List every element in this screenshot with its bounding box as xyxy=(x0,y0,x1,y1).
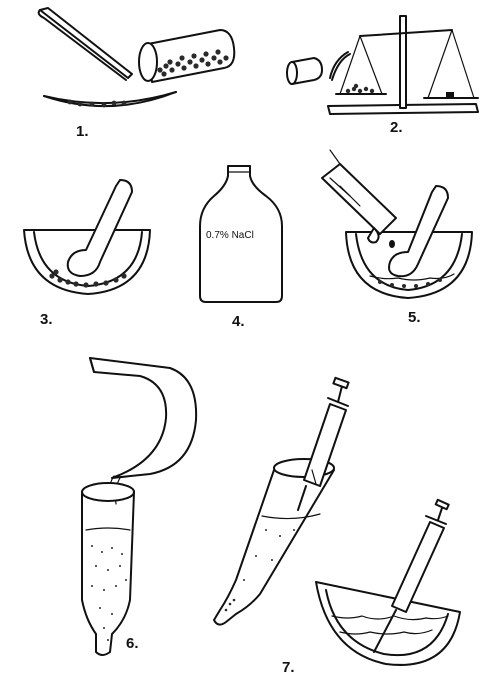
step-6-illustration xyxy=(81,357,198,656)
step-5-illustration xyxy=(321,149,473,299)
step-7-illustration xyxy=(213,376,461,666)
balance-beam xyxy=(359,29,453,37)
pestle xyxy=(66,179,133,277)
ground-seeds xyxy=(49,269,127,288)
seed-vial xyxy=(138,29,236,83)
step-2-illustration xyxy=(286,15,479,115)
pouring-mortar xyxy=(89,357,198,479)
syringe-lower xyxy=(373,498,450,653)
balance-pillar xyxy=(399,15,407,109)
step-7-label: 7. xyxy=(282,659,295,676)
step-6-label: 6. xyxy=(126,635,139,652)
step-3-label: 3. xyxy=(40,311,53,328)
pestle-step-5 xyxy=(388,185,449,278)
step-1-illustration xyxy=(37,7,236,108)
step-1-label: 1. xyxy=(76,123,89,140)
step-3-illustration xyxy=(23,179,151,295)
syringe-upper xyxy=(297,376,350,511)
step-4-illustration: 0.7% NaCl xyxy=(199,165,283,303)
step-4-label: 4. xyxy=(232,313,245,330)
pipette-syringe xyxy=(321,149,397,248)
right-pan xyxy=(423,29,479,99)
forceps xyxy=(37,7,133,81)
bottle-label: 0.7% NaCl xyxy=(206,230,254,241)
small-vial xyxy=(286,51,351,85)
saline-bottle xyxy=(199,165,283,303)
step-5-label: 5. xyxy=(408,309,421,326)
left-pan xyxy=(335,35,387,95)
step-2-label: 2. xyxy=(390,119,403,136)
watch-glass xyxy=(43,91,177,108)
centrifuge-tube xyxy=(81,482,135,656)
